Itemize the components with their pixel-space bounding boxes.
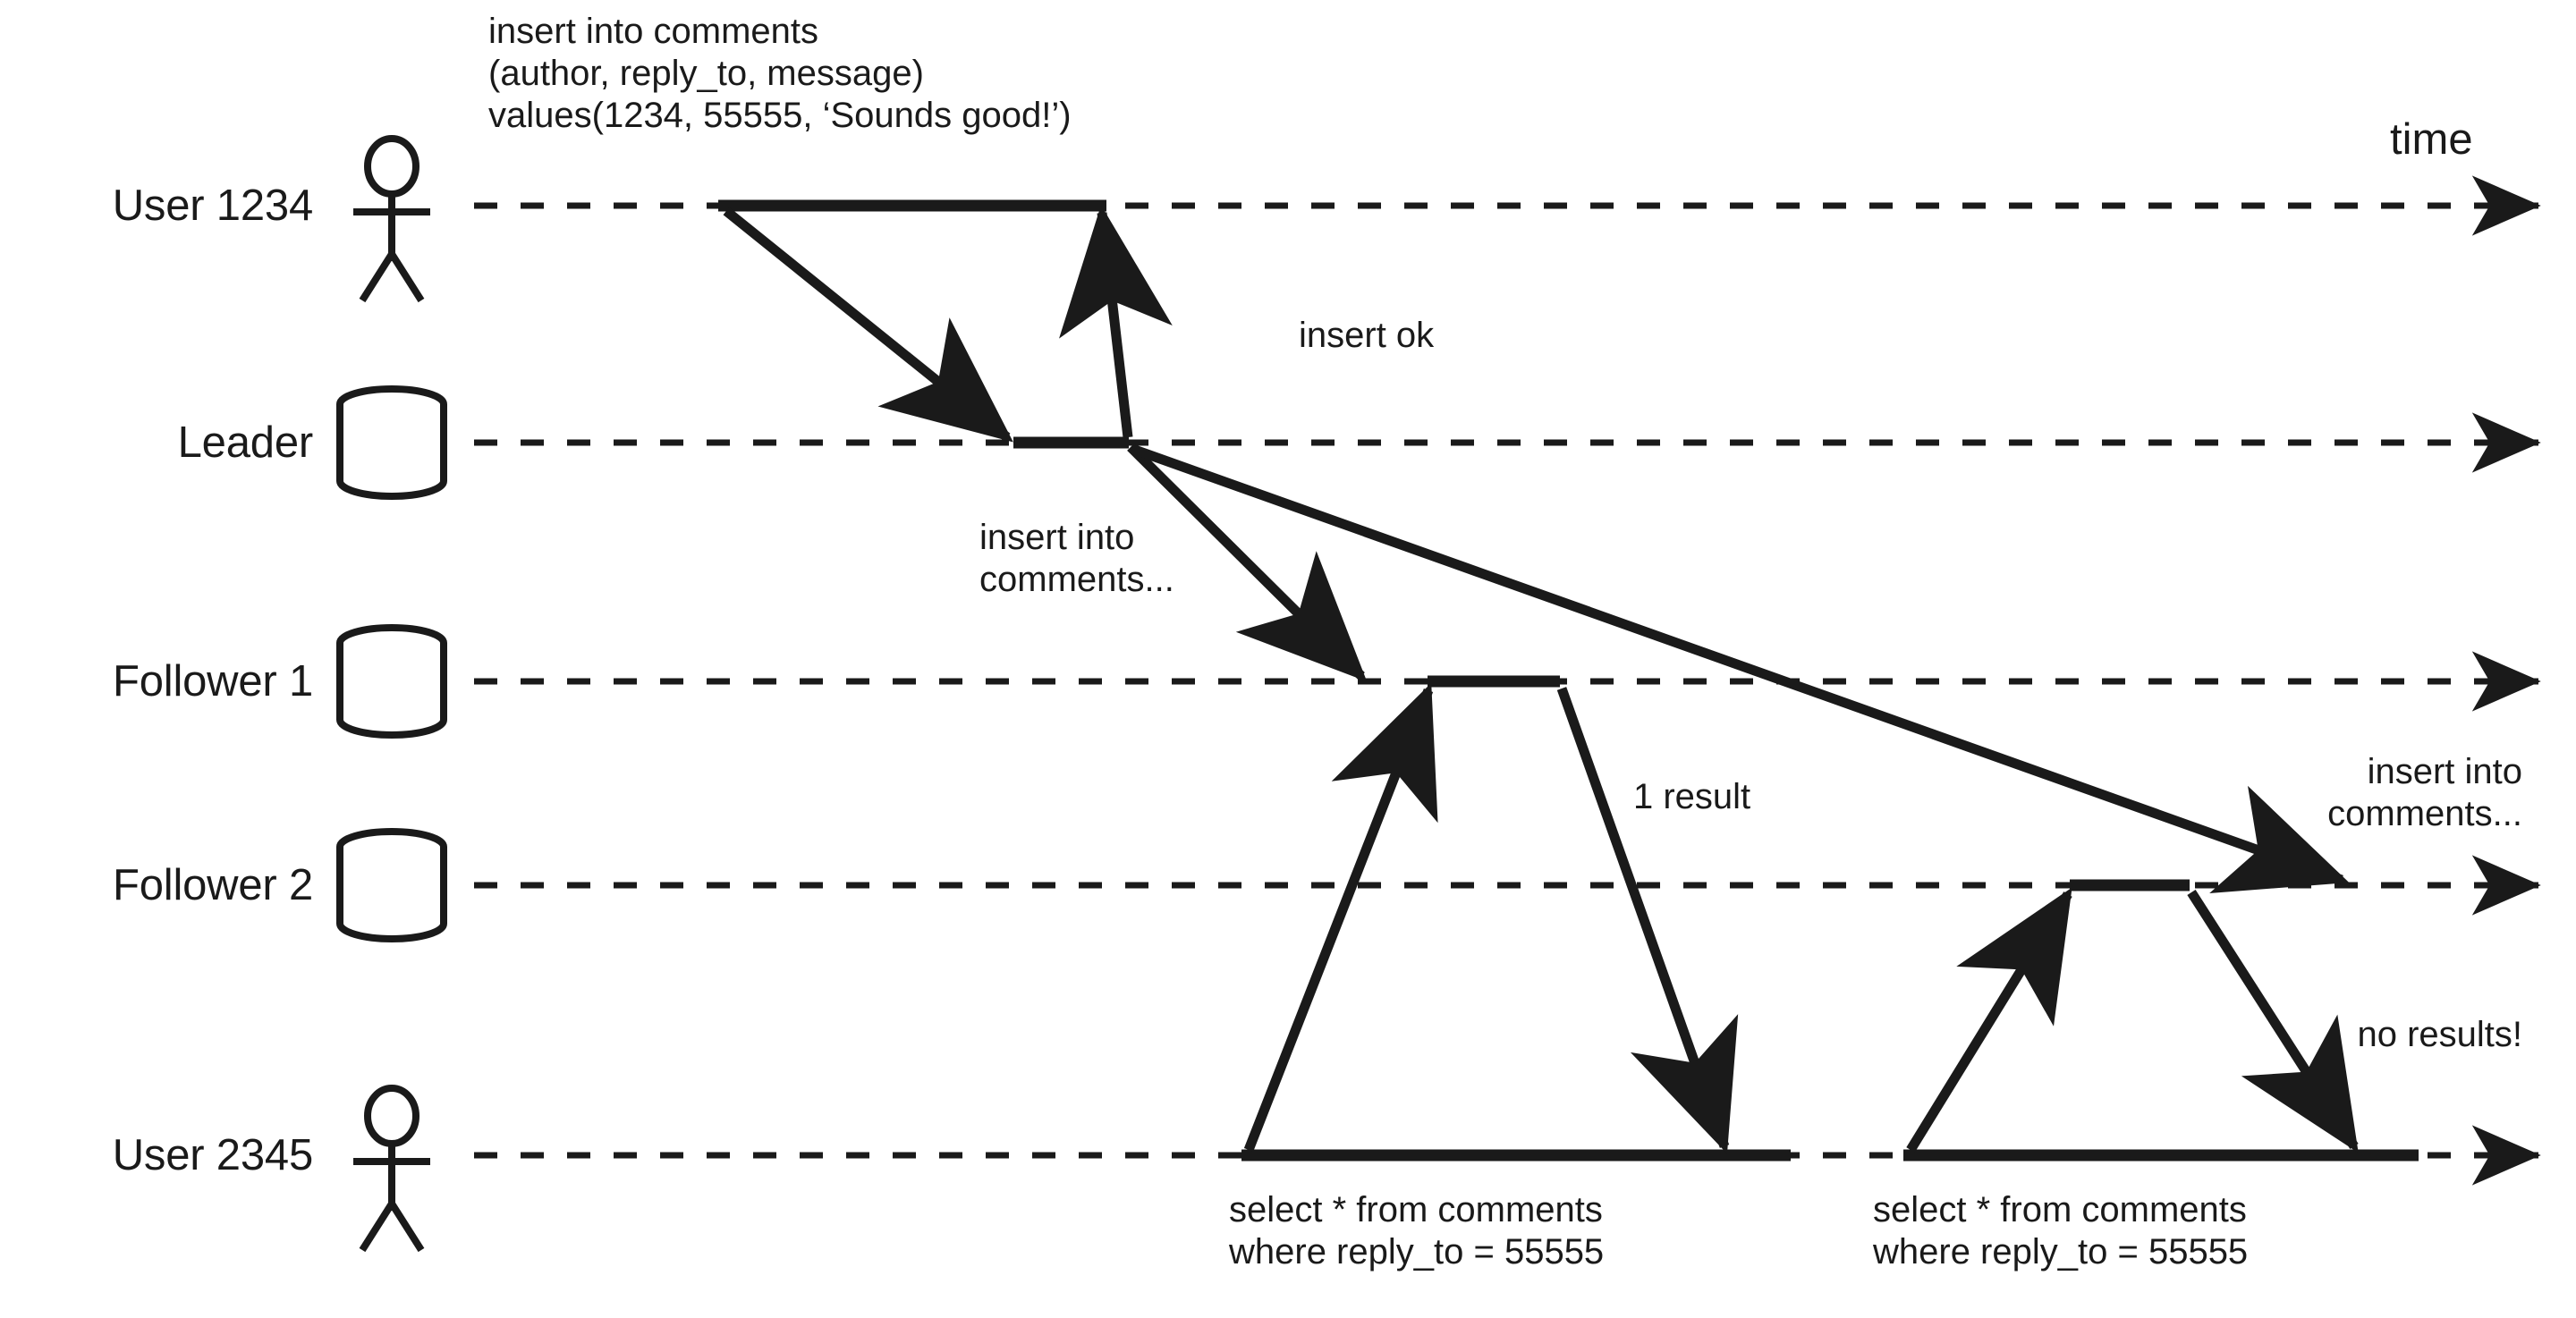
arrow-replicate-to-follower2 (1131, 444, 2350, 894)
message-label-replicate-follower1: insert into comments... (979, 518, 1174, 600)
arrow-query2-to-follower2 (1906, 887, 2072, 1153)
lifeline-label-user2345: User 2345 (112, 1131, 313, 1179)
message-label-insert-sql: insert into comments (author, reply_to, … (488, 12, 1072, 136)
message-label-insert-ok: insert ok (1299, 316, 1435, 355)
message-label-select-query-1: select * from comments where reply_to = … (1229, 1190, 1605, 1272)
arrow-query2-result-to-user2345 (2187, 890, 2359, 1153)
database-icon (336, 385, 447, 500)
message-label-one-result: 1 result (1633, 777, 1751, 816)
person-icon (353, 1085, 430, 1253)
message-label-select-query-2: select * from comments where reply_to = … (1873, 1190, 2249, 1272)
lifeline-label-follower1: Follower 1 (112, 657, 313, 705)
person-icon (353, 135, 430, 303)
lifeline-label-leader: Leader (177, 418, 314, 467)
message-label-replicate-follower2: insert into comments... (2327, 752, 2522, 834)
database-icon (336, 828, 447, 942)
arrow-insert-to-leader (723, 207, 1013, 443)
database-icon (336, 624, 447, 739)
arrow-query1-result-to-user2345 (1556, 687, 1739, 1154)
time-axis-label: time (2390, 115, 2473, 164)
arrow-replicate-to-follower1 (1127, 444, 1368, 682)
lifeline-label-follower2: Follower 2 (112, 861, 313, 909)
lifeline-label-user1234: User 1234 (112, 182, 313, 230)
arrow-query1-to-follower1 (1243, 682, 1438, 1153)
message-label-no-results: no results! (2357, 1015, 2522, 1054)
arrow-insert-ok-to-user1234 (1059, 205, 1173, 438)
